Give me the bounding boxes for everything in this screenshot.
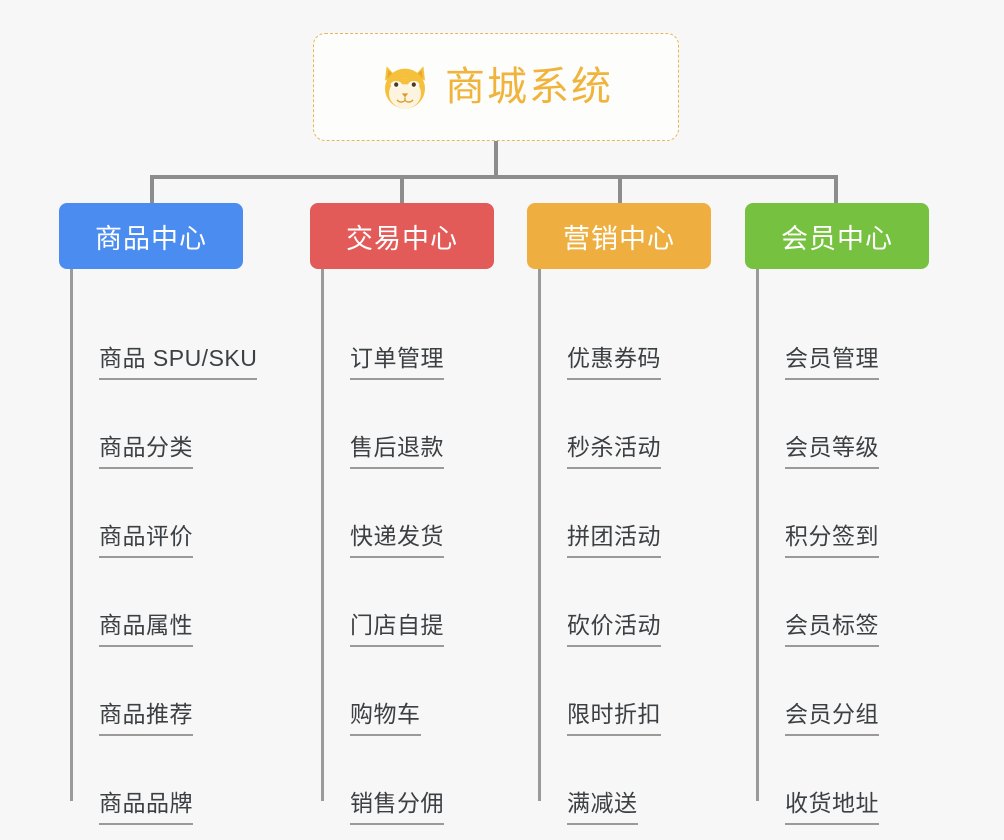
leaf-label: 会员分组 [785,701,879,736]
leaf-label: 满减送 [567,790,638,825]
branch-member-center: 会员中心 会员管理 会员等级 积分签到 会员标签 会员分组 收货地址 [745,203,929,825]
leaf-spine [321,269,324,801]
leaf-item[interactable]: 优惠券码 [527,291,711,380]
leaf-label: 商品属性 [99,612,193,647]
branch-trade-center: 交易中心 订单管理 售后退款 快递发货 门店自提 购物车 销售分佣 [310,203,494,825]
connector-drop-3 [618,175,622,205]
leaf-list-marketing-center: 优惠券码 秒杀活动 拼团活动 砍价活动 限时折扣 满减送 [527,269,711,825]
category-header-product-center[interactable]: 商品中心 [59,203,243,269]
connector-drop-4 [834,175,838,205]
branch-product-center: 商品中心 商品 SPU/SKU 商品分类 商品评价 商品属性 商品推荐 商品品牌 [59,203,258,825]
leaf-label: 会员标签 [785,612,879,647]
leaf-item[interactable]: 购物车 [310,647,494,736]
leaf-list-member-center: 会员管理 会员等级 积分签到 会员标签 会员分组 收货地址 [745,269,929,825]
leaf-label: 限时折扣 [567,701,661,736]
leaf-item[interactable]: 商品推荐 [59,647,243,736]
leaf-list-trade-center: 订单管理 售后退款 快递发货 门店自提 购物车 销售分佣 [310,269,494,825]
leaf-item[interactable]: 会员管理 [745,291,929,380]
leaf-item[interactable]: 销售分佣 [310,736,494,825]
category-header-member-center[interactable]: 会员中心 [745,203,929,269]
leaf-item[interactable]: 会员分组 [745,647,929,736]
leaf-item[interactable]: 砍价活动 [527,558,711,647]
leaf-spine [756,269,759,801]
connector-drop-1 [150,175,154,205]
category-header-trade-center[interactable]: 交易中心 [310,203,494,269]
leaf-label: 商品 SPU/SKU [99,345,258,380]
leaf-item[interactable]: 限时折扣 [527,647,711,736]
category-label: 交易中心 [346,223,458,254]
leaf-spine [70,269,73,801]
leaf-label: 商品推荐 [99,701,193,736]
leaf-label: 积分签到 [785,523,879,558]
leaf-label: 购物车 [350,701,421,736]
category-label: 会员中心 [781,223,893,254]
leaf-label: 砍价活动 [567,612,661,647]
leaf-item[interactable]: 会员等级 [745,380,929,469]
leaf-spine [538,269,541,801]
leaf-list-product-center: 商品 SPU/SKU 商品分类 商品评价 商品属性 商品推荐 商品品牌 [59,269,258,825]
leaf-item[interactable]: 商品分类 [59,380,243,469]
branch-marketing-center: 营销中心 优惠券码 秒杀活动 拼团活动 砍价活动 限时折扣 满减送 [527,203,711,825]
leaf-item[interactable]: 秒杀活动 [527,380,711,469]
leaf-label: 拼团活动 [567,523,661,558]
leaf-label: 订单管理 [350,345,444,380]
leaf-item[interactable]: 商品属性 [59,558,243,647]
leaf-item[interactable]: 售后退款 [310,380,494,469]
leaf-label: 收货地址 [785,790,879,825]
connector-root-stem [494,141,498,177]
leaf-item[interactable]: 商品品牌 [59,736,243,825]
shiba-dog-icon [379,63,431,111]
leaf-label: 销售分佣 [350,790,444,825]
leaf-item[interactable]: 拼团活动 [527,469,711,558]
leaf-label: 售后退款 [350,434,444,469]
leaf-label: 优惠券码 [567,345,661,380]
leaf-item[interactable]: 会员标签 [745,558,929,647]
connector-drop-2 [400,175,404,205]
leaf-item[interactable]: 快递发货 [310,469,494,558]
leaf-item[interactable]: 满减送 [527,736,711,825]
leaf-label: 秒杀活动 [567,434,661,469]
leaf-item[interactable]: 积分签到 [745,469,929,558]
leaf-item[interactable]: 门店自提 [310,558,494,647]
root-title: 商城系统 [445,65,613,109]
leaf-label: 快递发货 [350,523,444,558]
leaf-label: 商品品牌 [99,790,193,825]
leaf-item[interactable]: 商品 SPU/SKU [59,291,258,380]
leaf-item[interactable]: 订单管理 [310,291,494,380]
leaf-label: 商品分类 [99,434,193,469]
leaf-label: 会员管理 [785,345,879,380]
category-label: 营销中心 [563,223,675,254]
category-header-marketing-center[interactable]: 营销中心 [527,203,711,269]
leaf-label: 商品评价 [99,523,193,558]
leaf-label: 会员等级 [785,434,879,469]
leaf-item[interactable]: 收货地址 [745,736,929,825]
leaf-label: 门店自提 [350,612,444,647]
root-node[interactable]: 商城系统 [313,33,679,141]
leaf-item[interactable]: 商品评价 [59,469,243,558]
connector-horizontal-bar [150,175,838,179]
category-label: 商品中心 [95,223,207,254]
